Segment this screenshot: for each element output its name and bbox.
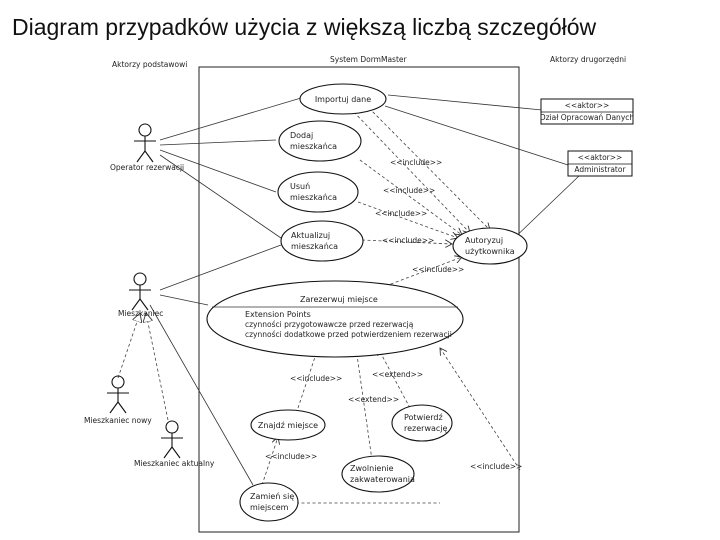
use-case-label: Zwolnienie: [350, 464, 394, 473]
actor-operator-label: Operator rezerwacji: [110, 163, 184, 172]
include-label: <<include>>: [290, 374, 342, 383]
use-case-remove-resident[interactable]: Usuń mieszkańca: [277, 171, 359, 213]
secondary-actors-label: Aktorzy drugorzędni: [550, 55, 626, 64]
use-case-label: Znajdź miejsce: [258, 421, 318, 430]
include-label: <<include>>: [412, 265, 464, 274]
use-case-label: mieszkańca: [290, 142, 337, 151]
use-case-label: Zarezerwuj miejsce: [300, 295, 378, 304]
use-case-label: Importuj dane: [315, 95, 371, 104]
include-label: <<include>>: [390, 158, 442, 167]
system-boundary: [198, 66, 520, 533]
use-case-authorize-user[interactable]: Autoryzuj użytkownika: [452, 227, 528, 265]
use-case-label: Aktualizuj: [291, 231, 330, 240]
use-case-find-place[interactable]: Znajdź miejsce: [250, 409, 326, 441]
use-case-label: Zamień się: [250, 492, 294, 501]
include-label: <<include>>: [383, 186, 435, 195]
use-case-label: mieszkańca: [290, 193, 337, 202]
use-case-label: Dodaj: [290, 131, 313, 140]
associations: [149, 94, 581, 486]
use-case-release-place[interactable]: Zwolnienie zakwaterowania: [341, 455, 415, 493]
include-label: <<include>>: [470, 462, 522, 471]
extend-label: <<extend>>: [348, 395, 399, 404]
use-case-label: miejscem: [250, 503, 289, 512]
use-case-add-resident[interactable]: Dodaj mieszkańca: [278, 120, 362, 162]
actor-box-data-systems[interactable]: <<aktor>> Dział Opracowań Danych: [540, 98, 635, 125]
actor-current-resident-icon[interactable]: [161, 420, 183, 459]
actor-new-resident-label: Mieszkaniec nowy: [84, 416, 152, 425]
extend-label: <<extend>>: [372, 370, 423, 379]
actor-box-administrator[interactable]: <<aktor>> Administrator: [567, 150, 633, 177]
use-case-label: zakwaterowania: [350, 475, 415, 484]
slide-title: Diagram przypadków użycia z większą licz…: [12, 14, 597, 40]
generalizations: [117, 313, 169, 421]
include-label: <<include>>: [265, 452, 317, 461]
dependencies: [261, 103, 521, 504]
extension-point: czynności dodatkowe przed potwierdzeniem…: [245, 330, 452, 339]
use-case-swap-place[interactable]: Zamień się miejscem: [239, 482, 299, 522]
stereotype-labels: <<include>> <<include>> <<include>> <<in…: [265, 158, 522, 471]
actor-resident-label: Mieszkaniec: [118, 309, 163, 318]
use-case-label: użytkownika: [465, 247, 515, 256]
actor-stereotype: <<aktor>>: [578, 153, 623, 162]
use-case-label: mieszkańca: [291, 242, 338, 251]
use-case-update-resident[interactable]: Aktualizuj mieszkańca: [280, 220, 364, 262]
use-case-confirm-booking[interactable]: Potwierdź rezerwację: [391, 404, 453, 442]
include-label: <<include>>: [375, 209, 427, 218]
use-case-import-data[interactable]: Importuj dane: [299, 83, 387, 115]
use-case-label: Potwierdź: [404, 413, 443, 422]
actor-resident-icon[interactable]: [129, 272, 151, 311]
extension-points-title: Extension Points: [245, 310, 311, 319]
primary-actors-label: Aktorzy podstawowi: [112, 60, 187, 69]
actor-operator-icon[interactable]: [134, 123, 156, 163]
actor-name: Dział Opracowań Danych: [540, 113, 635, 122]
actor-stereotype: <<aktor>>: [565, 101, 610, 110]
extension-point: czynności przygotowawcze przed rezerwacj…: [245, 320, 414, 329]
actor-name: Administrator: [574, 165, 626, 174]
use-case-label: Autoryzuj: [465, 236, 503, 245]
actor-current-resident-label: Mieszkaniec aktualny: [134, 459, 215, 468]
use-case-book-place[interactable]: Zarezerwuj miejsce Extension Points czyn…: [206, 280, 464, 358]
use-case-label: rezerwację: [404, 424, 448, 433]
system-name-label: System DormMaster: [330, 55, 408, 64]
use-case-label: Usuń: [290, 182, 310, 191]
actor-new-resident-icon[interactable]: [107, 375, 129, 414]
include-label: <<include>>: [382, 236, 434, 245]
